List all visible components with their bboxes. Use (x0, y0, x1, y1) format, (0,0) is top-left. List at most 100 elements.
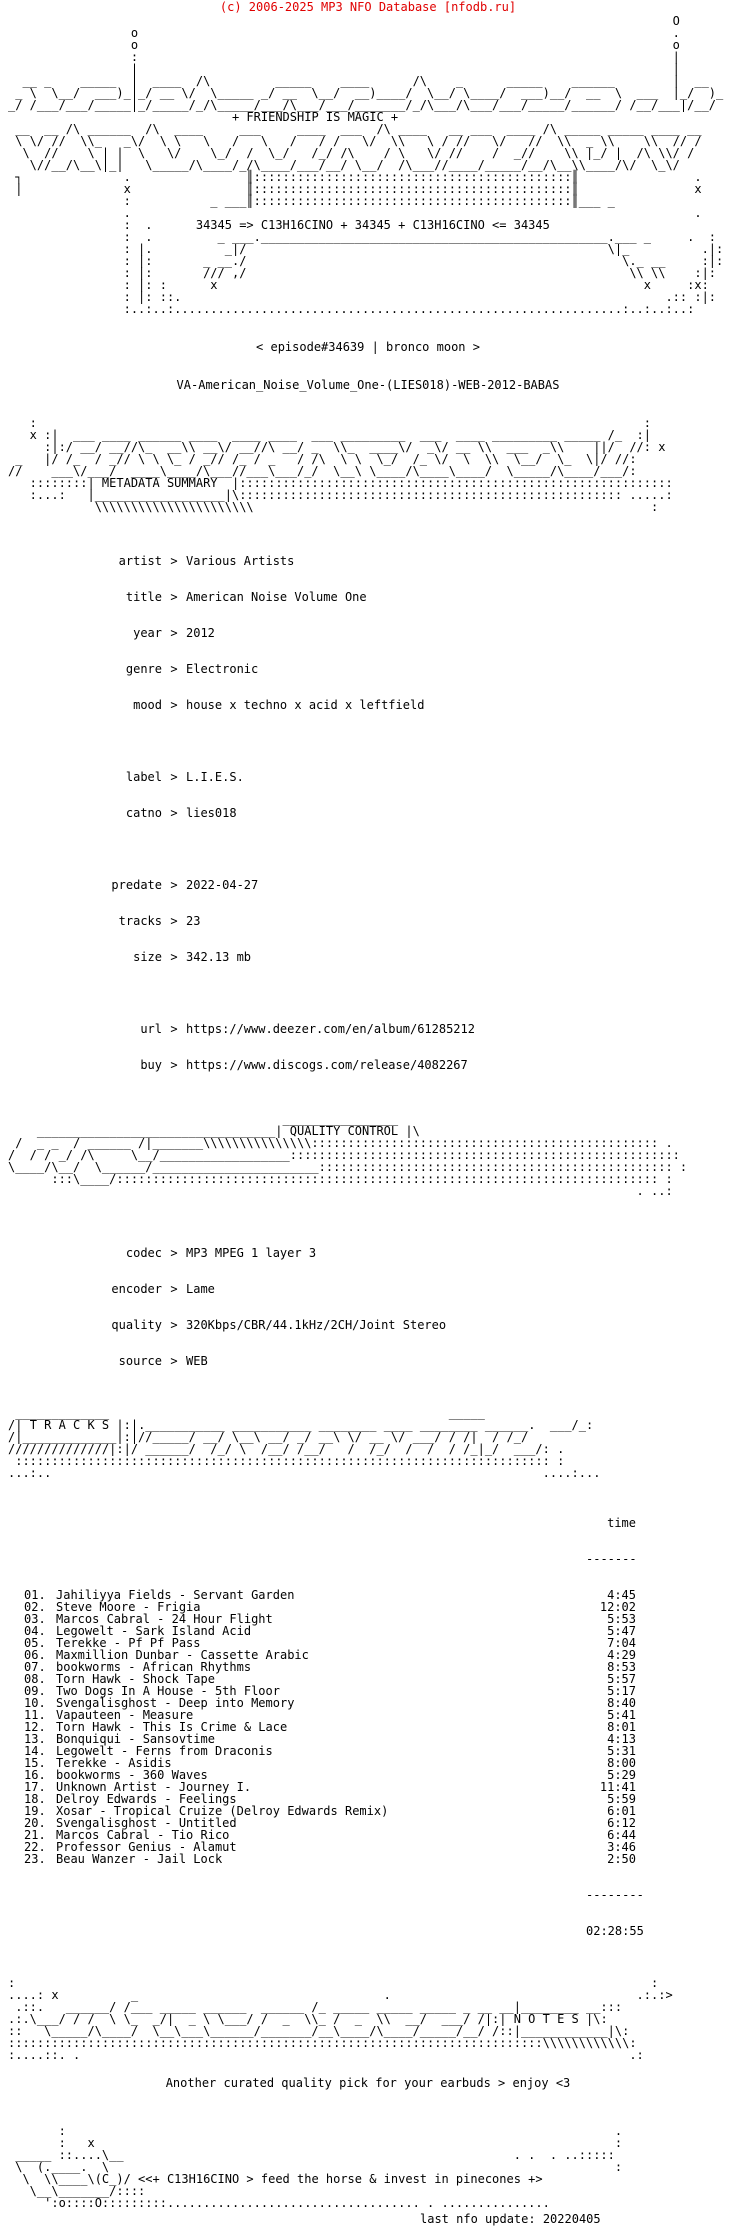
metadata-heading-line: ::::::::| METADATA SUMMARY |::::::::::::… (8, 476, 673, 490)
quality-art: ________________ (282, 1112, 399, 1126)
field-year: year>2012 (133, 626, 215, 640)
track-number: 05. (24, 1636, 46, 1650)
formula-line: : . 34345 => C13H16CINO + 34345 + C13H16… (8, 218, 550, 232)
quality-heading: QUALITY CONTROL (289, 1124, 399, 1138)
track-number: 08. (24, 1672, 46, 1686)
track-title: Steve Moore - Frigia (56, 1600, 201, 1614)
banner-art: O o . o o (8, 14, 724, 112)
track-row: 17. Unknown Artist - Journey I. 11:41 (24, 1781, 736, 1793)
track-duration: 5:29 (607, 1768, 636, 1782)
tracks-heading-line: /| T R A C K S |:|.___________ _________… (8, 1418, 594, 1432)
field-url[interactable]: url>https://www.deezer.com/en/album/6128… (140, 1022, 475, 1036)
track-duration: 5:41 (607, 1708, 636, 1722)
field-predate: predate>2022-04-27 (111, 878, 259, 892)
track-duration: 5:57 (607, 1672, 636, 1686)
track-duration: 12:02 (599, 1600, 636, 1614)
tracks-heading: T R A C K S (29, 1418, 110, 1432)
track-number: 23. (24, 1852, 46, 1866)
track-number: 01. (24, 1588, 46, 1602)
total-time-row: 02:28:55 (24, 1925, 736, 1937)
track-title: Two Dogs In A House - 5th Floor (56, 1684, 280, 1698)
track-title: Marcos Cabral - 24 Hour Flight (56, 1612, 273, 1626)
metadata-heading: METADATA SUMMARY (101, 476, 218, 490)
track-duration: 5:47 (607, 1624, 636, 1638)
frame-art-top: ┐ . ║:::::::::::::::::::::::::::::::::::… (15, 170, 702, 220)
track-number: 14. (24, 1744, 46, 1758)
track-row: 02. Steve Moore - Frigia 12:02 (24, 1601, 736, 1613)
footer-art-lower: \__\_______/:::: ':o::::O:::::::::......… (29, 2184, 550, 2210)
field-buy[interactable]: buy>https://www.discogs.com/release/4082… (140, 1058, 468, 1072)
notes-heading-line: .:.\___/ / / \ \_ _/| _ \ \___/ / _ \\_ … (8, 2012, 608, 2026)
track-number: 21. (24, 1828, 46, 1842)
track-number: 17. (24, 1780, 46, 1794)
track-duration: 11:41 (599, 1780, 636, 1794)
field-tracks: tracks>23 (118, 914, 201, 928)
field-encoder: encoder>Lame (111, 1282, 215, 1296)
track-title: Svengalisghost - Deep into Memory (56, 1696, 295, 1710)
quality-heading-line: _________________________________| QUALI… (8, 1124, 420, 1138)
release-name: VA-American_Noise_Volume_One-(LIES018)-W… (176, 378, 560, 392)
track-title: Delroy Edwards - Feelings (56, 1792, 237, 1806)
track-title: Marcos Cabral - Tio Rico (56, 1828, 230, 1842)
track-number: 06. (24, 1648, 46, 1662)
field-title: title>American Noise Volume One (125, 590, 367, 604)
track-number: 12. (24, 1720, 46, 1734)
track-duration: 3:46 (607, 1840, 636, 1854)
track-duration: 6:12 (607, 1816, 636, 1830)
notes-heading: N O T E S (513, 2012, 579, 2026)
deezer-link[interactable]: https://www.deezer.com/en/album/61285212 (186, 1022, 475, 1036)
track-number: 07. (24, 1660, 46, 1674)
footer-motto: <<+ C13H16CINO > feed the horse & invest… (138, 2172, 543, 2186)
field-size: size>342.13 mb (133, 950, 252, 964)
track-number: 10. (24, 1696, 46, 1710)
track-duration: 8:53 (607, 1660, 636, 1674)
track-row: 12. Torn Hawk - This Is Crime & Lace 8:01 (24, 1721, 736, 1733)
track-duration: 4:29 (607, 1648, 636, 1662)
track-number: 13. (24, 1732, 46, 1746)
track-duration: 8:01 (607, 1720, 636, 1734)
track-duration: 8:00 (607, 1756, 636, 1770)
track-title: Bonquiqui - Sansovtime (56, 1732, 215, 1746)
track-duration: 5:53 (607, 1612, 636, 1626)
track-title: Torn Hawk - Shock Tape (56, 1672, 215, 1686)
total-time: 02:28:55 (586, 1924, 644, 1938)
track-number: 02. (24, 1600, 46, 1614)
track-row: 09. Two Dogs In A House - 5th Floor 5:17 (24, 1685, 736, 1697)
track-title: Torn Hawk - This Is Crime & Lace (56, 1720, 288, 1734)
track-duration: 5:31 (607, 1744, 636, 1758)
track-title: Unknown Artist - Journey I. (56, 1780, 252, 1794)
metadata-art: : : x :| ___ ____ ______ ____ ____ ____ … (8, 416, 666, 478)
episode-line: < episode#34639 | bronco moon > (256, 340, 480, 354)
discogs-link[interactable]: https://www.discogs.com/release/4082267 (186, 1058, 468, 1072)
track-title: Legowelt - Sark Island Acid (56, 1624, 252, 1638)
track-number: 11. (24, 1708, 46, 1722)
track-duration: 6:01 (607, 1804, 636, 1818)
quality-art-lower: / _ _ / ______ /|_______\\\\\\\\\\\\\\\:… (8, 1136, 688, 1198)
time-column-header: time (607, 1516, 636, 1530)
track-title: Terekke - Asidis (56, 1756, 172, 1770)
field-source: source>WEB (118, 1354, 208, 1368)
track-number: 19. (24, 1804, 46, 1818)
track-title: Beau Wanzer - Jail Lock (56, 1852, 223, 1866)
track-duration: 5:17 (607, 1684, 636, 1698)
track-number: 18. (24, 1792, 46, 1806)
copyright-header: (c) 2006-2025 MP3 NFO Database [nfodb.ru… (219, 0, 517, 14)
track-number: 09. (24, 1684, 46, 1698)
field-catno: catno>lies018 (125, 806, 237, 820)
field-label: label>L.I.E.S. (125, 770, 244, 784)
field-mood: mood>house x techno x acid x leftfield (133, 698, 425, 712)
